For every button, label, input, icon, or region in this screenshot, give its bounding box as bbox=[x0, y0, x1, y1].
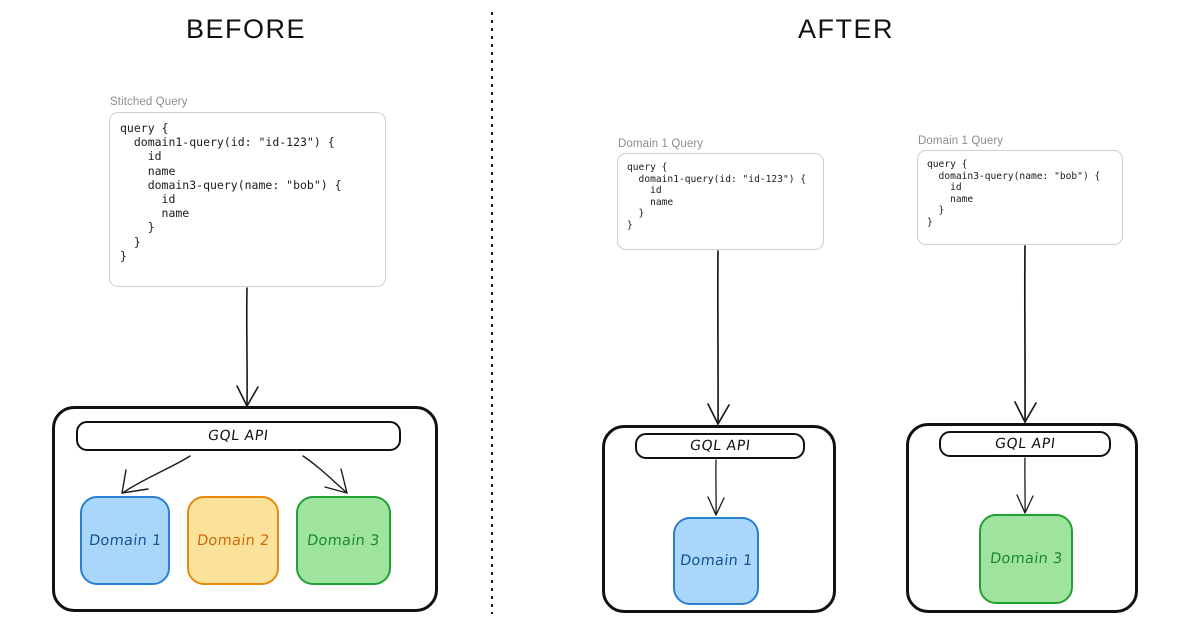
after-gql-api-bar-1: GQL API bbox=[635, 433, 805, 459]
arrow-stitched-to-service bbox=[236, 287, 259, 407]
before-gql-api-bar: GQL API bbox=[76, 421, 401, 451]
stitched-query-card: query { domain1-query(id: "id-123") { id… bbox=[109, 112, 386, 287]
after-query-1-code: query { domain1-query(id: "id-123") { id… bbox=[627, 162, 807, 231]
after-query-2-code: query { domain3-query(name: "bob") { id … bbox=[927, 159, 1101, 228]
before-gql-api-label: GQL API bbox=[207, 428, 270, 444]
panel-title-before: BEFORE bbox=[185, 14, 307, 44]
before-domain-2-label: Domain 2 bbox=[195, 532, 271, 549]
after-gql-api-bar-2: GQL API bbox=[939, 431, 1111, 457]
after-domain-1-label: Domain 1 bbox=[678, 553, 754, 569]
after-domain-1-box: Domain 1 bbox=[673, 517, 759, 605]
after-gql-api-label-1: GQL API bbox=[688, 438, 752, 454]
panel-title-after: AFTER bbox=[797, 14, 894, 44]
arrow-after-query-1-to-service bbox=[707, 250, 730, 425]
after-query-2-card: query { domain3-query(name: "bob") { id … bbox=[917, 150, 1123, 245]
arrow-after-query-2-to-service bbox=[1014, 245, 1037, 423]
stitched-query-label: Stitched Query bbox=[110, 96, 188, 108]
after-gql-api-label-2: GQL API bbox=[993, 436, 1057, 452]
stitched-query-code: query { domain1-query(id: "id-123") { id… bbox=[120, 121, 342, 263]
before-domain-2-box: Domain 2 bbox=[187, 496, 279, 585]
after-query-1-label: Domain 1 Query bbox=[618, 138, 704, 150]
after-domain-3-label: Domain 3 bbox=[988, 551, 1064, 567]
after-query-1-card: query { domain1-query(id: "id-123") { id… bbox=[617, 153, 824, 250]
before-domain-1-box: Domain 1 bbox=[80, 496, 170, 585]
before-domain-3-box: Domain 3 bbox=[296, 496, 391, 585]
panel-divider bbox=[491, 12, 493, 614]
after-domain-3-box: Domain 3 bbox=[979, 514, 1073, 604]
before-domain-3-label: Domain 3 bbox=[306, 532, 381, 549]
before-domain-1-label: Domain 1 bbox=[87, 532, 163, 549]
after-query-2-label: Domain 1 Query bbox=[918, 135, 1004, 147]
